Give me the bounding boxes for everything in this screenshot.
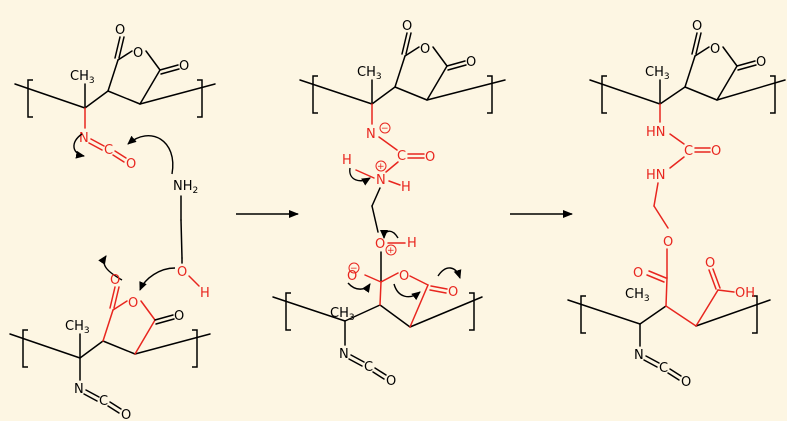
oxygen-label: O xyxy=(692,19,702,34)
oxygen-label: O xyxy=(115,23,125,38)
nitrogen-label: N xyxy=(376,173,386,188)
curved-arrow xyxy=(349,167,371,186)
hydrogen-label: H xyxy=(401,180,411,195)
isocyanate-group: N C O xyxy=(79,131,136,172)
top-polymer-unit: CH3 O O O xyxy=(589,19,786,123)
ethanolamine: NH2 O H xyxy=(173,179,210,301)
oxygen-label: O xyxy=(402,19,412,34)
methyl-label: CH3 xyxy=(357,65,382,82)
oxygen-label: O xyxy=(425,150,435,165)
negative-charge: − xyxy=(381,124,389,134)
oxygen-label: O xyxy=(710,42,720,57)
curved-arrow xyxy=(437,267,462,279)
step-3-product: CH3 O O O HN C O HN O O xyxy=(567,19,786,390)
hydroxyl-oxygen-label: O xyxy=(177,265,187,280)
curved-arrow xyxy=(139,267,176,291)
nitrogen-label: N xyxy=(74,382,84,397)
oxygen-label: O xyxy=(110,273,120,288)
oxygen-label: O xyxy=(375,237,385,252)
nitrogen-label: N xyxy=(634,348,644,363)
carbamate-intermediate: N − C O N + H H O + H xyxy=(342,122,435,283)
oxygen-label: O xyxy=(174,309,184,324)
carbon-label: C xyxy=(104,143,113,158)
oxygen-label: O xyxy=(711,144,721,159)
step-2-intermediate: CH3 O O O N − C O N + H H O xyxy=(272,19,506,389)
opened-anhydride: O − O O CH3 N C O xyxy=(272,262,483,389)
amide-nh-label: HN xyxy=(646,168,666,183)
hydrogen-label: H xyxy=(342,153,352,168)
ester-oxygen-label: O xyxy=(663,235,673,250)
oxygen-label: O xyxy=(386,374,396,389)
oxygen-label: O xyxy=(347,269,357,284)
urethane-linker: HN C O HN O O xyxy=(633,125,721,283)
top-polymer-labels: CH3 O O O xyxy=(70,23,189,86)
carbon-label: C xyxy=(397,149,406,164)
bottom-polymer-unit xyxy=(9,286,211,381)
hydroxyl-hydrogen-label: H xyxy=(200,286,210,301)
amine-label: NH2 xyxy=(173,179,198,196)
oxygen-label: O xyxy=(399,269,409,284)
amide-nh-label: HN xyxy=(646,125,666,140)
curved-arrow xyxy=(347,282,371,293)
positive-charge: + xyxy=(387,246,395,256)
negative-charge: − xyxy=(350,264,358,274)
nitrogen-label: N xyxy=(339,347,349,362)
curved-arrow xyxy=(73,133,85,159)
oxygen-label: O xyxy=(133,46,143,61)
carbon-label: C xyxy=(364,360,373,375)
carboxylic-acid-label: OH xyxy=(735,286,755,301)
bottom-polymer-labels: CH3 O O O N C O xyxy=(65,273,184,421)
oxygen-label: O xyxy=(121,408,131,421)
nitrogen-label: N xyxy=(366,127,376,142)
methyl-label: CH3 xyxy=(70,69,95,86)
methyl-label: CH3 xyxy=(330,306,355,323)
oxygen-label: O xyxy=(448,285,458,300)
top-polymer-unit xyxy=(14,36,216,129)
oxygen-label: O xyxy=(756,55,766,70)
step-1-reactants: CH3 O O O N C O NH2 O H xyxy=(9,23,216,421)
carbon-label: C xyxy=(684,144,693,159)
oxygen-label: O xyxy=(128,296,138,311)
nitrogen-label: N xyxy=(79,131,89,146)
oxygen-label: O xyxy=(126,157,136,172)
methyl-label: CH3 xyxy=(645,65,670,82)
top-polymer-unit: CH3 O O O xyxy=(299,19,506,125)
curved-arrow xyxy=(393,283,421,301)
oxygen-label: O xyxy=(681,375,691,390)
curved-arrow xyxy=(380,229,399,239)
oxygen-label: O xyxy=(466,55,476,70)
hydrogen-label: H xyxy=(407,236,417,251)
carbon-label: C xyxy=(659,361,668,376)
curved-arrow xyxy=(127,134,174,175)
oxygen-label: O xyxy=(179,59,189,74)
oxygen-label: O xyxy=(705,256,715,271)
methyl-label: CH3 xyxy=(65,319,90,336)
oxygen-label: O xyxy=(633,266,643,281)
methyl-label: CH3 xyxy=(625,287,650,304)
oxygen-label: O xyxy=(420,42,430,57)
positive-charge: + xyxy=(377,162,385,172)
curved-arrow xyxy=(98,255,123,281)
carbon-label: C xyxy=(99,394,108,409)
bottom-polymer-unit: OH O CH3 N C O xyxy=(567,256,771,390)
